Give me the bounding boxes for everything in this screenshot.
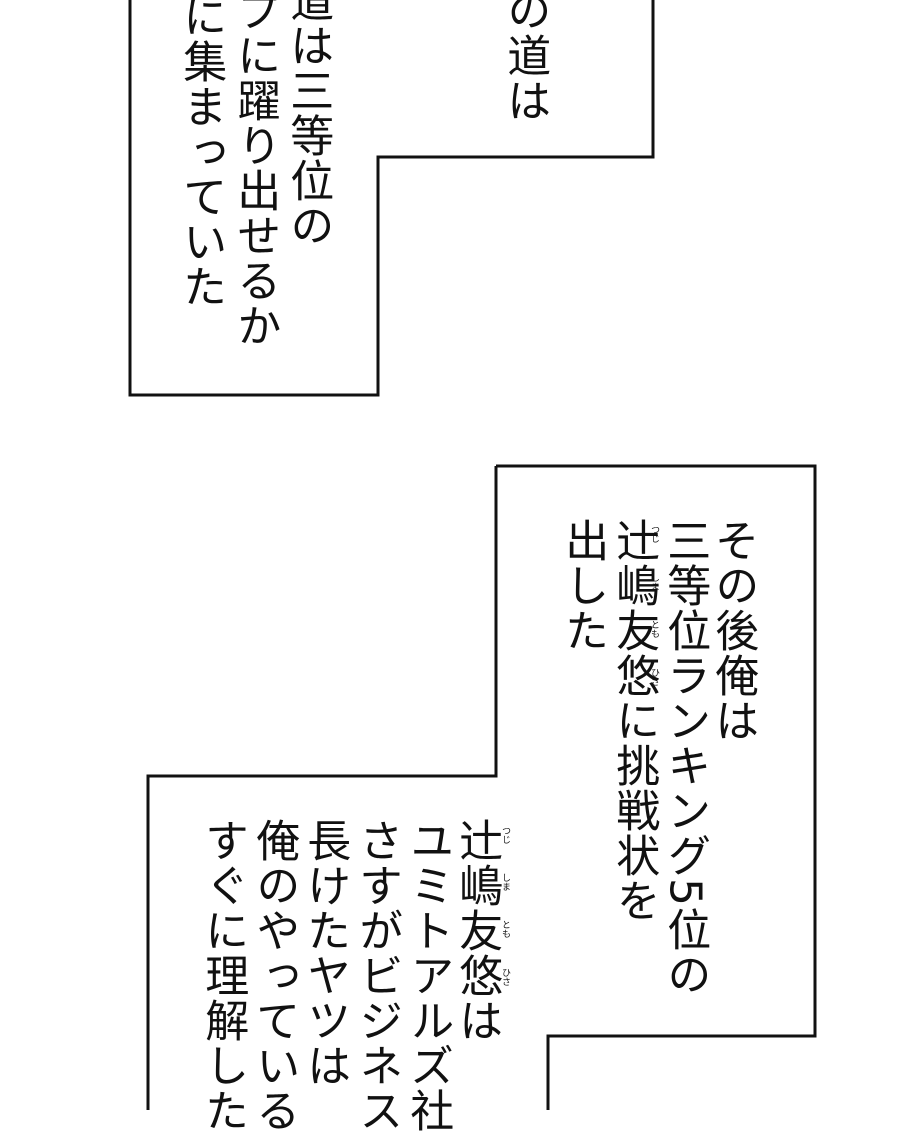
middle-text-column-2: 三等位ランキング5位の bbox=[659, 518, 711, 997]
bottom-furigana-hisa: ひさ bbox=[500, 968, 510, 986]
middle-furigana-hisa: ひさ bbox=[649, 668, 659, 686]
middle-furigana-shima: しま bbox=[649, 573, 659, 591]
top-left-text-column-2: プに躍り出せるか bbox=[229, 0, 281, 348]
bottom-text-column-3: さすがビジネス bbox=[351, 818, 403, 1133]
bottom-text-column-4: 長けたヤツは bbox=[299, 818, 351, 1088]
bottom-text-column-2: ユミトアルズ社 bbox=[402, 818, 454, 1133]
middle-narration-box-outline bbox=[496, 464, 817, 1110]
bottom-furigana-tomo: とも bbox=[500, 920, 510, 938]
middle-furigana-tomo: とも bbox=[649, 620, 659, 638]
narration-box-outlines bbox=[128, 0, 817, 1110]
top-left-text-column-3: に集まっていた bbox=[175, 0, 227, 309]
bottom-text-column-6: すぐに理解した bbox=[197, 818, 249, 1133]
middle-box-step-outline bbox=[146, 466, 498, 1110]
middle-text-column-1: その後俺は bbox=[707, 518, 759, 743]
bottom-furigana-shima: しま bbox=[500, 873, 510, 891]
top-left-text-column-1: 道は三等位の bbox=[282, 0, 334, 248]
top-right-text-column-1: の道は bbox=[499, 0, 551, 123]
bottom-text-column-1: 辻嶋友悠は bbox=[451, 818, 503, 1043]
middle-text-column-3: 辻嶋友悠に挑戦状を bbox=[608, 518, 660, 923]
bottom-text-column-5: 俺のやっている bbox=[248, 818, 300, 1133]
top-narration-box-outline bbox=[128, 0, 655, 397]
middle-furigana-tsuji: つじ bbox=[649, 525, 659, 543]
bottom-furigana-tsuji: つじ bbox=[500, 826, 510, 844]
middle-text-column-4: 出した bbox=[557, 518, 609, 653]
